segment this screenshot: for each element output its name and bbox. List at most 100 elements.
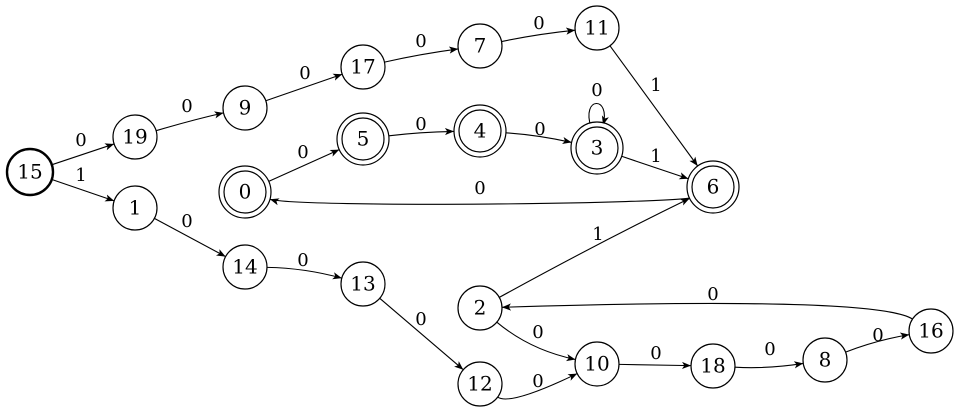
state-14: 14 [222,244,268,290]
transition-label: 0 [707,284,718,305]
state-label: 17 [350,55,375,79]
state-circle [457,361,503,407]
transition-arrow [50,143,115,166]
state-circle [5,147,55,197]
state-label: 15 [17,160,42,184]
transition-6-to-0: 0 [269,178,694,206]
transition-label: 0 [75,130,86,151]
state-label: 5 [357,127,370,151]
transition-19-to-9: 0 [155,96,224,132]
state-label: 13 [350,272,375,296]
accepting-inner-ring [575,126,619,170]
transition-arrow [497,373,578,400]
transition-arrow [269,196,694,206]
transition-label: 1 [650,75,661,96]
state-label: 9 [239,96,252,120]
transition-label: 0 [181,211,192,232]
transition-arrow [501,302,913,320]
transition-arrow [384,46,459,63]
state-7: 7 [457,23,503,69]
state-15-start: 15 [5,147,55,197]
transition-label: 0 [533,13,544,34]
state-circle [340,261,386,307]
transition-label: 0 [415,309,426,330]
transition-label: 0 [415,114,426,135]
transition-label: 0 [532,322,543,343]
transition-label: 0 [415,31,426,52]
state-label: 10 [584,352,609,376]
transition-label: 0 [181,96,192,117]
state-label: 2 [474,296,487,320]
state-2: 2 [457,285,503,331]
transition-3-to-3: 0 [588,80,609,128]
transition-12-to-10: 0 [497,371,578,400]
state-4-accepting: 4 [453,104,507,158]
transition-7-to-11: 0 [501,13,576,43]
transition-arrow [388,127,455,137]
transition-label: 0 [764,339,775,360]
transition-15-to-1: 1 [50,165,115,202]
accepting-inner-ring [341,117,385,161]
state-circle [112,114,158,160]
state-3-accepting: 3 [570,121,624,175]
state-13: 13 [340,261,386,307]
state-label: 12 [467,372,492,396]
transition-arrow [499,197,690,298]
transition-label: 0 [299,63,310,84]
transition-arrow [268,149,340,182]
transition-arrow [845,332,910,353]
transition-label: 0 [297,142,308,163]
transition-label: 1 [650,146,661,167]
state-17: 17 [340,44,386,90]
transition-arrow [588,102,609,128]
transition-arrow [265,73,343,102]
state-0-accepting: 0 [218,165,272,219]
state-label: 16 [918,319,943,343]
state-label: 6 [707,175,720,199]
state-circle [574,5,620,51]
state-label: 0 [239,180,252,204]
transition-arrow [505,132,572,144]
transition-4-to-3: 0 [505,119,572,144]
transition-17-to-7: 0 [384,31,459,63]
transition-label: 0 [474,178,485,199]
transition-arrow [50,178,115,202]
state-label: 11 [584,16,609,40]
transition-label: 0 [872,325,883,346]
state-circle [802,337,848,383]
transition-2-to-6: 1 [499,197,690,298]
state-6-accepting: 6 [686,160,740,214]
transition-arrow [155,111,224,132]
state-10: 10 [574,341,620,387]
state-circle [574,341,620,387]
transition-3-to-6: 1 [621,146,689,180]
transition-arrow [618,361,692,370]
state-label: 7 [474,34,487,58]
accepting-inner-ring [691,165,735,209]
transition-15-to-19: 0 [50,130,115,166]
transition-arrow [501,27,576,43]
accepting-inner-ring [458,109,502,153]
transition-arrow [379,297,464,371]
state-circle [457,285,503,331]
state-circle [112,185,158,231]
transition-label: 0 [650,343,661,364]
transition-arrow [609,45,699,167]
state-18: 18 [690,343,736,389]
transition-label: 1 [592,224,603,245]
transition-arrow [734,361,804,369]
state-9: 9 [222,85,268,131]
transition-9-to-17: 0 [265,63,343,102]
transition-2-to-10: 0 [496,321,576,362]
state-16: 16 [908,308,954,354]
accepting-inner-ring [223,170,267,214]
state-12: 12 [457,361,503,407]
transition-16-to-2: 0 [501,284,913,320]
transition-8-to-16: 0 [845,325,910,353]
state-circle [908,308,954,354]
transition-label: 0 [532,371,543,392]
transition-18-to-8: 0 [734,339,804,369]
